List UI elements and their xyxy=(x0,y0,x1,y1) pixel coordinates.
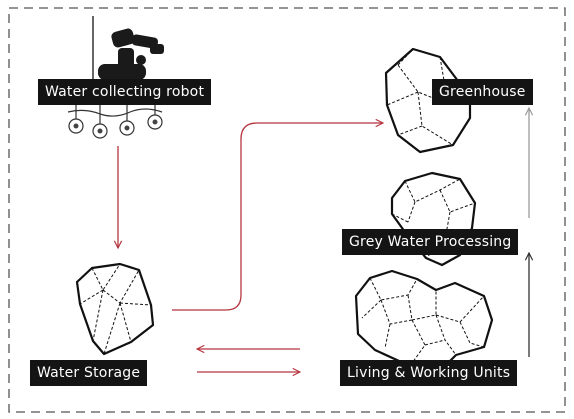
living-units-shape-icon xyxy=(354,269,494,368)
label-water-storage: Water Storage xyxy=(30,360,148,386)
robot-icon xyxy=(67,16,164,139)
label-greenhouse: Greenhouse xyxy=(432,79,533,105)
greenhouse-shape-icon xyxy=(384,47,472,154)
water-storage-shape-icon xyxy=(75,262,155,356)
label-living-working-units: Living & Working Units xyxy=(340,360,518,386)
label-water-collecting-robot: Water collecting robot xyxy=(38,79,212,105)
label-grey-water-processing: Grey Water Processing xyxy=(342,229,519,255)
arrow-storage-to-greenhouse xyxy=(172,123,383,311)
dashed-frame xyxy=(8,7,566,413)
